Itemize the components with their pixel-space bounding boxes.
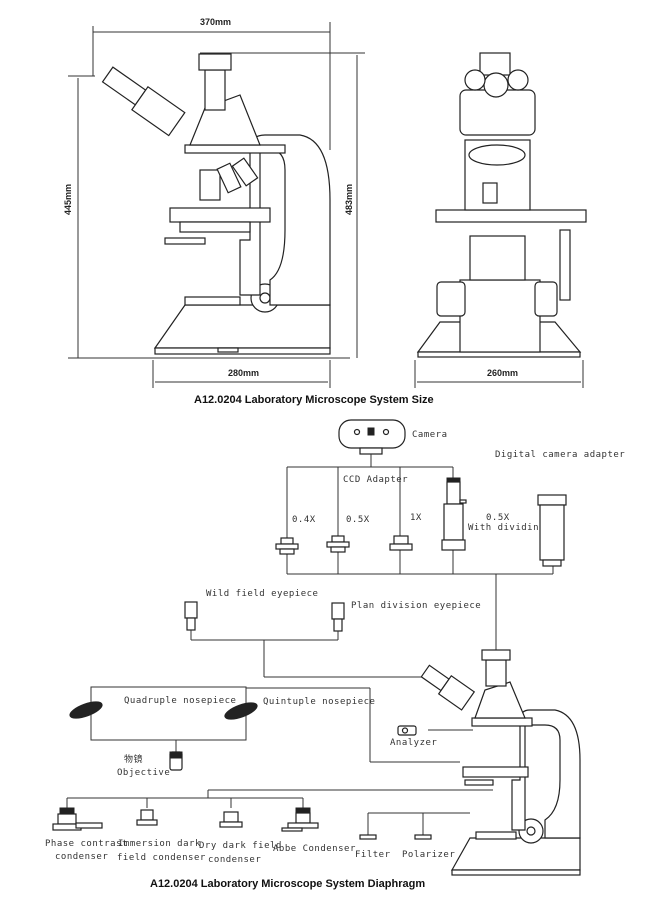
condenser-label-phase-2: condenser xyxy=(55,852,108,862)
diaphragm-title: A12.0204 Laboratory Microscope System Di… xyxy=(150,878,425,890)
camera xyxy=(338,419,406,455)
quintuple-nosepiece-icon xyxy=(224,702,258,720)
digital-camera-adapter-label: Digital camera adapter xyxy=(495,450,625,460)
front-stage xyxy=(435,209,587,223)
dim-label-260: 260mm xyxy=(487,368,518,378)
plan-division-eyepiece xyxy=(331,602,345,632)
camera-label: Camera xyxy=(412,430,448,440)
dim-label-280: 280mm xyxy=(228,368,259,378)
objective-label-en: Objective xyxy=(117,768,170,778)
digital-camera-adapter xyxy=(537,494,567,567)
objective-label-cn: 物镜 xyxy=(124,753,143,765)
front-view-microscope: 260mm xyxy=(414,52,587,388)
dim-label-445: 445mm xyxy=(63,184,73,215)
nosepiece-group xyxy=(90,686,247,741)
size-title: A12.0204 Laboratory Microscope System Si… xyxy=(194,394,434,406)
wide-field-eyepiece-label: Wild field eyepiece xyxy=(206,589,318,599)
adapter-0-5x-dividing xyxy=(441,477,467,551)
stage xyxy=(169,207,271,223)
adapter-label-0-4x: 0.4X xyxy=(292,515,316,525)
condenser-label-immersion-1: Immersion dark xyxy=(118,839,201,849)
ccd-adapter-label: CCD Adapter xyxy=(343,475,408,485)
quadruple-nosepiece-label: Quadruple nosepiece xyxy=(124,696,236,706)
adapter-label-0-5x: 0.5X xyxy=(346,515,370,525)
focus-knob-left xyxy=(436,281,466,317)
dim-label-370: 370mm xyxy=(200,17,231,27)
condenser-label-immersion-2: field condenser xyxy=(117,853,206,863)
polarizer-icon xyxy=(414,834,432,840)
adapter-1x xyxy=(389,535,413,551)
adapter-label-1x: 1X xyxy=(410,513,422,523)
quintuple-nosepiece-label: Quintuple nosepiece xyxy=(263,697,375,707)
plan-division-eyepiece-label: Plan division eyepiece xyxy=(351,601,481,611)
quadruple-nosepiece-icon xyxy=(69,701,103,719)
abbe-condenser xyxy=(281,807,319,832)
adapter-0-5x xyxy=(326,535,350,553)
focus-knob-right xyxy=(534,281,558,317)
dry-dark-field-condenser xyxy=(219,811,243,828)
condenser-label-dry-2: condenser xyxy=(208,855,261,865)
adapter-sublabel-dividing: With dividing xyxy=(468,523,545,533)
condenser-label-dry-1: Dry dark field xyxy=(199,841,282,851)
adapter-label-0-5x-dividing: 0.5X xyxy=(486,513,510,523)
condenser-label-abbe: Abbe Condenser xyxy=(273,844,356,854)
condenser-label-phase-1: Phase contrast xyxy=(45,839,128,849)
dim-label-483: 483mm xyxy=(344,184,354,215)
phase-contrast-condenser xyxy=(52,807,103,831)
filter-label: Filter xyxy=(355,850,391,860)
analyzer-label: Analyzer xyxy=(390,738,437,748)
side-view-microscope: 370mm 445mm 483mm 280mm xyxy=(63,17,365,388)
filter-icon xyxy=(359,834,377,840)
wide-field-eyepiece xyxy=(184,601,198,631)
polarizer-label: Polarizer xyxy=(402,850,455,860)
system-microscope xyxy=(420,649,581,876)
trinocular-port xyxy=(198,53,232,71)
adapter-0-4x xyxy=(275,537,299,555)
immersion-dark-field-condenser xyxy=(136,809,158,826)
